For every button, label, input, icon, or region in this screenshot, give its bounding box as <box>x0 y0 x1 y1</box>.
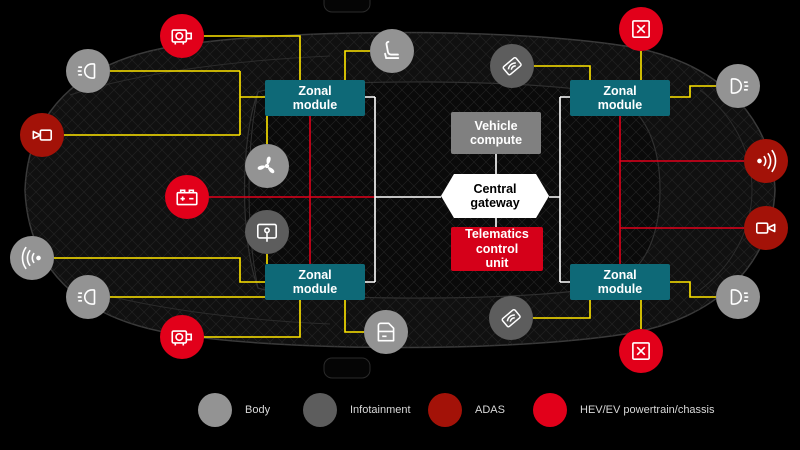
keyless-card-icon-bottom <box>489 296 533 340</box>
legend-color-hev-icon <box>533 393 567 427</box>
x-module-icon-top-right <box>619 7 663 51</box>
camera-icon-left <box>20 113 64 157</box>
zonal-module-top-left: Zonal module <box>265 80 365 116</box>
powertrain-network-lines <box>209 116 744 264</box>
vehicle-compute-box: Vehicle compute <box>451 112 541 154</box>
zonal-module-bottom-right: Zonal module <box>570 264 670 300</box>
legend-item-body: Body <box>198 392 270 428</box>
zonal-module-label: Zonal module <box>597 267 643 296</box>
legend: Body Infotainment ADAS HEV/EV powertrain… <box>0 392 800 432</box>
headlight-icon-top-right <box>716 64 760 108</box>
legend-label-infotainment: Infotainment <box>350 404 411 416</box>
motor-icon-bottom-left <box>160 315 204 359</box>
headlight-icon-top-left <box>66 49 110 93</box>
door-icon-bottom <box>364 310 408 354</box>
speaker-icon-left <box>10 236 54 280</box>
legend-label-hev: HEV/EV powertrain/chassis <box>580 404 715 416</box>
legend-item-hev: HEV/EV powertrain/chassis <box>533 392 715 428</box>
legend-item-infotainment: Infotainment <box>303 392 411 428</box>
zonal-module-top-right: Zonal module <box>570 80 670 116</box>
zonal-module-label: Zonal module <box>292 83 338 112</box>
zonal-module-label: Zonal module <box>597 83 643 112</box>
central-gateway-hexagon: Central gateway <box>441 174 549 218</box>
battery-icon <box>165 175 209 219</box>
legend-label-body: Body <box>245 404 271 416</box>
zonal-module-label: Zonal module <box>292 267 338 296</box>
touch-display-icon <box>245 210 289 254</box>
legend-color-body-icon <box>198 393 232 427</box>
headlight-icon-bottom-right <box>716 275 760 319</box>
fan-icon <box>245 144 289 188</box>
body-network-lines <box>54 35 716 338</box>
legend-label-adas: ADAS <box>475 404 505 416</box>
telematics-control-unit-box: Telematics control unit <box>451 227 543 271</box>
x-module-icon-bottom-right <box>619 329 663 373</box>
legend-color-infotainment-icon <box>303 393 337 427</box>
legend-item-adas: ADAS <box>428 392 505 428</box>
zonal-module-bottom-left: Zonal module <box>265 264 365 300</box>
seat-icon-top <box>370 29 414 73</box>
legend-color-adas-icon <box>428 393 462 427</box>
central-gateway-label: Central gateway <box>470 181 520 210</box>
motor-icon-top-left <box>160 14 204 58</box>
radar-icon-right <box>744 139 788 183</box>
telematics-label: Telematics control unit <box>465 227 529 271</box>
camera-icon-right <box>744 206 788 250</box>
vehicle-compute-label: Vehicle compute <box>469 118 523 147</box>
keyless-card-icon-top <box>490 44 534 88</box>
backbone-network-lines <box>365 96 570 283</box>
headlight-icon-bottom-left <box>66 275 110 319</box>
